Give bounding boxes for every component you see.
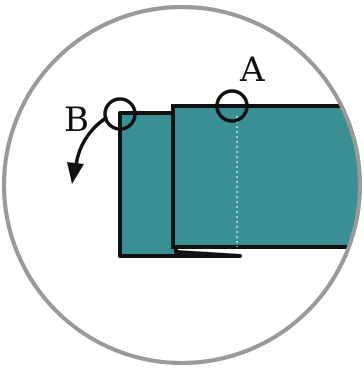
- label-b: B: [64, 100, 89, 140]
- point-b-marker: [103, 97, 137, 131]
- curved-arrow-down-left-icon: [67, 116, 108, 184]
- folding-panel: [118, 111, 242, 258]
- point-a-marker: [215, 89, 249, 123]
- circular-frame-ring: [2, 5, 362, 365]
- main-panel: [171, 104, 360, 249]
- label-a: A: [239, 50, 265, 90]
- panels-group: [118, 104, 360, 258]
